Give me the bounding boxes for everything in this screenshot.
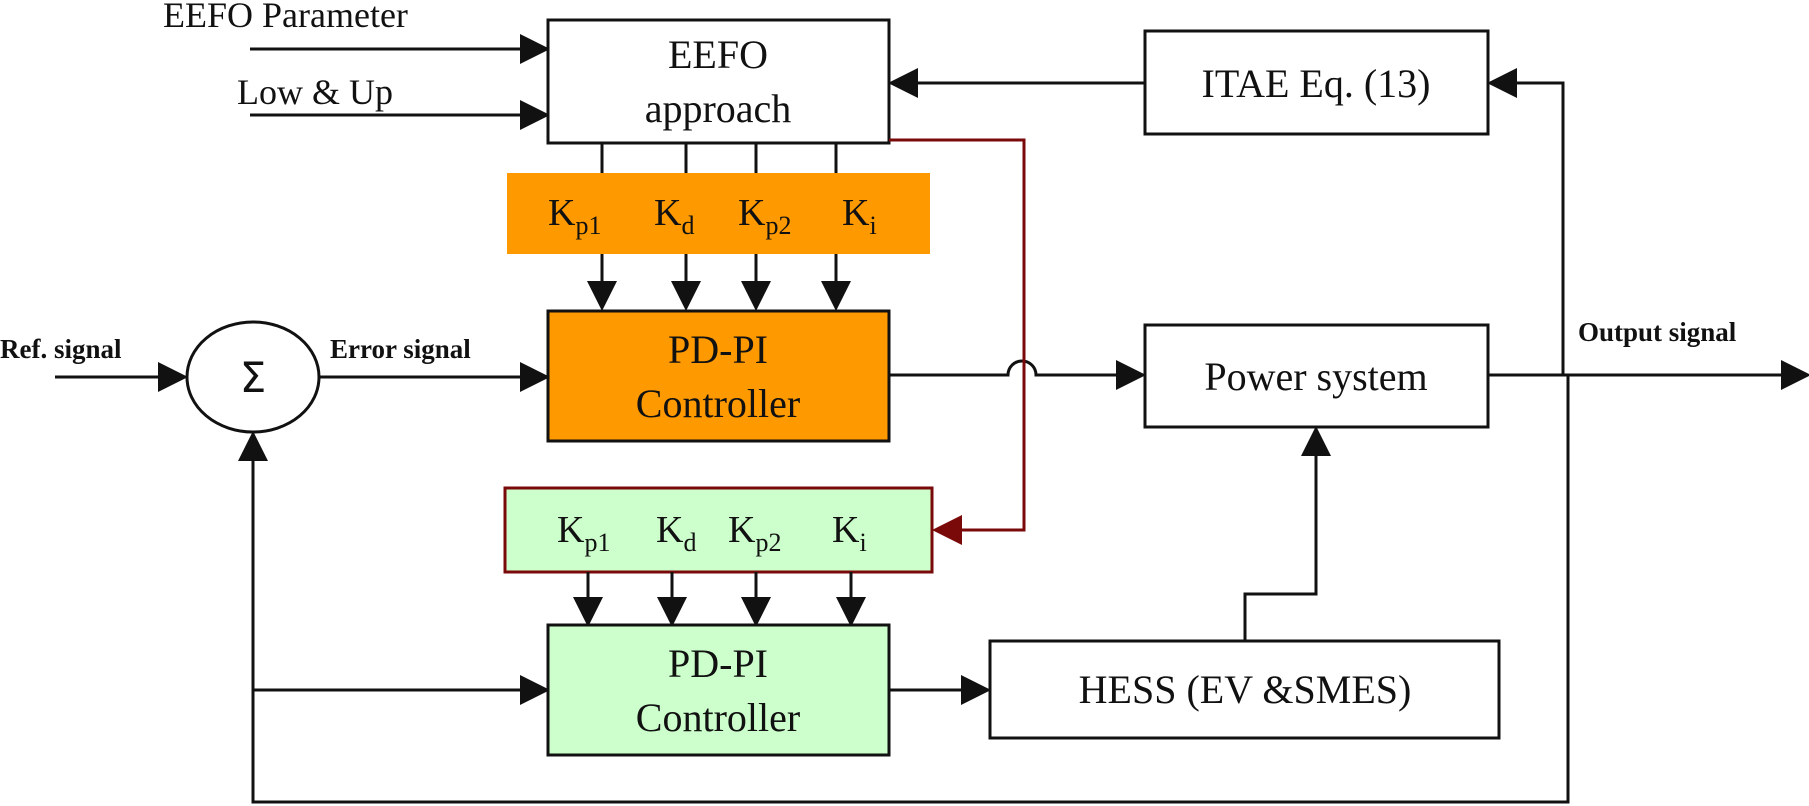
hess-to-power-arrow bbox=[1243, 426, 1331, 641]
top-gain-kd: Kd bbox=[654, 192, 694, 240]
summing-junction: Σ bbox=[185, 320, 321, 434]
sigma-symbol: Σ bbox=[240, 353, 267, 402]
bottom-gain-arrows bbox=[573, 572, 866, 627]
power-system-block: Power system bbox=[1143, 323, 1490, 429]
eefo-label-line2: approach bbox=[645, 86, 792, 131]
power-system-label: Power system bbox=[1204, 354, 1427, 399]
bottom-gain-ki: Ki bbox=[832, 509, 867, 557]
eefo-to-bottom-gains-red-line bbox=[889, 138, 1026, 545]
top-gain-kp2: Kp2 bbox=[738, 192, 791, 240]
pdpi-bottom-line1: PD-PI bbox=[668, 641, 768, 686]
itae-label: ITAE Eq. (13) bbox=[1202, 61, 1431, 106]
error-signal-label: Error signal bbox=[330, 334, 471, 364]
output-to-itae-arrow bbox=[1487, 68, 1565, 375]
output-signal-label: Output signal bbox=[1578, 317, 1737, 347]
bottom-gain-kd: Kd bbox=[656, 509, 696, 557]
low-up-label: Low & Up bbox=[237, 72, 393, 112]
bottom-gain-kp1: Kp1 bbox=[557, 509, 610, 557]
pdpi-controller-bottom: PD-PI Controller bbox=[546, 623, 891, 757]
top-gain-kp1: Kp1 bbox=[548, 192, 601, 240]
bottom-gain-labels: Kp1 Kd Kp2 Ki bbox=[557, 509, 867, 557]
eefo-label-line1: EEFO bbox=[668, 32, 768, 77]
pdpi-bottom-line2: Controller bbox=[636, 695, 800, 740]
eefo-to-strip-connectors bbox=[600, 143, 838, 173]
ref-signal-label: Ref. signal bbox=[0, 334, 122, 364]
bottom-gain-strip bbox=[503, 486, 934, 574]
hess-block: HESS (EV &SMES) bbox=[988, 639, 1501, 740]
eefo-approach-block: EEFO approach bbox=[546, 18, 891, 145]
pdpi-top-line1: PD-PI bbox=[668, 327, 768, 372]
pdpi-controller-top: PD-PI Controller bbox=[546, 309, 891, 443]
output-feedback-path bbox=[238, 375, 1570, 804]
itae-block: ITAE Eq. (13) bbox=[1143, 29, 1490, 136]
top-gain-strip bbox=[507, 173, 930, 254]
hess-label: HESS (EV &SMES) bbox=[1079, 667, 1412, 712]
pdpi-top-line2: Controller bbox=[636, 381, 800, 426]
eefo-parameter-label: EEFO Parameter bbox=[163, 0, 408, 35]
top-gain-arrows bbox=[587, 254, 851, 311]
bottom-gain-kp2: Kp2 bbox=[728, 509, 781, 557]
pdpi-to-power-arrow bbox=[889, 359, 1146, 390]
top-gain-ki: Ki bbox=[842, 192, 877, 240]
top-gain-labels: Kp1 Kd Kp2 Ki bbox=[548, 192, 877, 240]
